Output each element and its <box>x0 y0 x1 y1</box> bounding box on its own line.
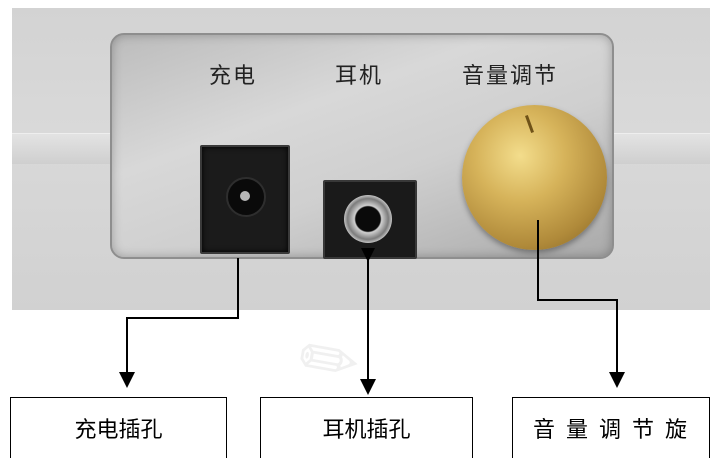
earphone-jack-ring <box>344 195 392 243</box>
earphone-callout-arrow <box>360 379 376 395</box>
panel-label-earphone: 耳机 <box>335 64 384 89</box>
earphone-jack-arrow-tip <box>361 248 375 262</box>
charge-jack-pin <box>240 191 250 201</box>
earphone-jack <box>323 180 417 259</box>
charge-jack <box>200 145 290 254</box>
panel-label-volume: 音量调节 <box>462 64 559 89</box>
callout-box-earphone-jack: 耳机插孔 <box>260 397 473 458</box>
callout-box-volume-knob: 音 量 调 节 旋 <box>512 397 710 458</box>
volume-knob <box>462 105 607 250</box>
case-rim-left <box>12 133 122 164</box>
volume-callout-line <box>537 220 618 373</box>
volume-callout-arrow <box>609 372 625 388</box>
panel-label-charge: 充电 <box>209 64 258 89</box>
callout-box-charge-jack: 充电插孔 <box>10 397 227 458</box>
charge-callout-arrow <box>119 372 135 388</box>
charge-callout-line <box>126 258 239 373</box>
